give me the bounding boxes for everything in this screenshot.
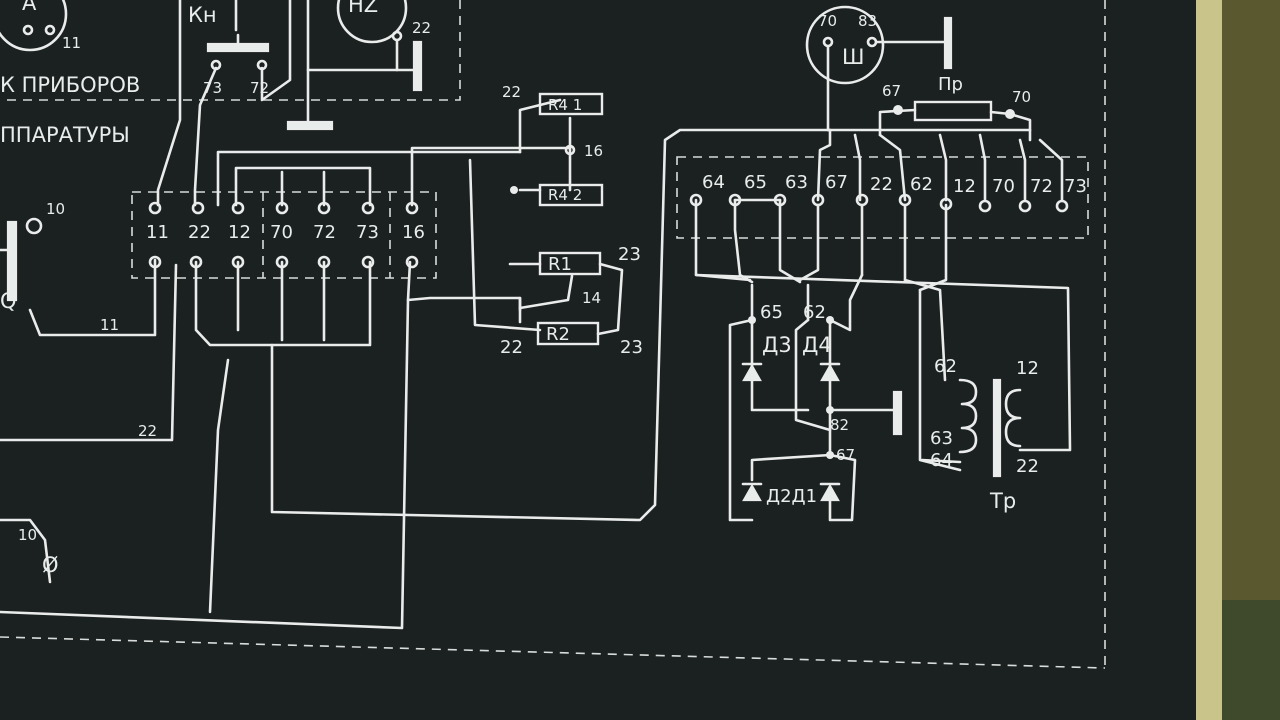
- wire-label-tr12: 12: [1016, 358, 1039, 379]
- dashed-outlines: [0, 0, 1106, 669]
- panel-frame-edge: [1196, 0, 1222, 720]
- wire-label-sh83: 83: [858, 12, 877, 30]
- resistor-r42-label: R4 2: [548, 186, 582, 204]
- terminal-left-label: 11: [146, 222, 169, 243]
- diodes-d2d1-label: Д2Д1: [766, 486, 817, 507]
- terminal-left-label: 70: [270, 222, 293, 243]
- wire-label-n67: 67: [836, 446, 855, 464]
- terminal-right-label: 22: [870, 174, 893, 195]
- transformer-label: Тр: [989, 489, 1016, 513]
- terminal-left-label: 12: [228, 222, 251, 243]
- diode-d2-icon: [742, 483, 762, 502]
- resistor-r41-label: R4 1: [548, 96, 582, 114]
- section-label-line2: ППАРАТУРЫ: [0, 123, 130, 147]
- terminal-right-label: 70: [992, 176, 1015, 197]
- transformer-primary-coil: [958, 378, 978, 454]
- wire-label-d62: 62: [803, 302, 826, 323]
- terminal-block-left: 11 22 12 70 72 73 16: [146, 201, 425, 269]
- wire-label-r14: 14: [582, 289, 601, 307]
- wire-label-sh70: 70: [818, 12, 837, 30]
- wire-label-n82: 82: [830, 416, 849, 434]
- terminal-right-label: 65: [744, 172, 767, 193]
- terminal-left-label: 73: [356, 222, 379, 243]
- wire-label-tr63: 63: [930, 428, 953, 449]
- wire-label-tr22: 22: [1016, 456, 1039, 477]
- terminal-right-label: 64: [702, 172, 725, 193]
- meter-sh: 70 83 Ш: [805, 5, 953, 132]
- transformer-secondary-coil: [1004, 388, 1022, 448]
- wire-label-bot10: 10: [18, 526, 37, 544]
- resistor-group: R4 1 22 16 R4 2 R1 23 14 R2 22 23: [500, 83, 643, 358]
- terminal-left-label: 72: [313, 222, 336, 243]
- terminal-right-label: 62: [910, 174, 933, 195]
- wire-label-r1-23: 23: [618, 244, 641, 265]
- diode-d3-icon: [742, 363, 762, 382]
- wire-label-kn72: 72: [250, 79, 269, 97]
- terminal-right-label: 63: [785, 172, 808, 193]
- resistor-r2: [536, 321, 600, 346]
- cabinet-shadow: [1222, 600, 1280, 720]
- diode-d3-label: Д3: [762, 333, 792, 357]
- wire-label-pr67: 67: [882, 82, 901, 100]
- diode-d4-label: Д4: [802, 333, 832, 357]
- button-kn-label: Кн: [188, 3, 217, 27]
- diode-d1-icon: [820, 483, 840, 502]
- terminal-left-label: 16: [402, 222, 425, 243]
- terminal-right-label: 12: [953, 176, 976, 197]
- resistor-r42: [538, 183, 604, 207]
- wire-label-r2-23: 23: [620, 337, 643, 358]
- wire-label-r-top22: 22: [502, 83, 521, 101]
- meter-a-label: А: [22, 0, 37, 15]
- terminal-block-right: 64 65 63 67 22 62 12 70 72 73: [689, 172, 1087, 213]
- meter-hz: HZ 22: [286, 0, 431, 131]
- resistor-r1-label: R1: [548, 254, 572, 275]
- meter-sh-label: Ш: [842, 45, 864, 69]
- wire-label-r2-22: 22: [500, 337, 523, 358]
- resistor-r41: [538, 92, 604, 116]
- wire-label-d65: 65: [760, 302, 783, 323]
- wire-label-tr62: 62: [934, 356, 957, 377]
- terminal-left-label: 22: [188, 222, 211, 243]
- section-label-line1: К ПРИБОРОВ: [0, 73, 140, 97]
- terminal-right-label: 73: [1064, 176, 1087, 197]
- left-edge-components: 10 Q 11 22 10 Ø: [0, 200, 157, 577]
- wire-label-a11: 11: [62, 34, 81, 52]
- meter-hz-label: HZ: [348, 0, 378, 17]
- meter-a: А 11: [0, 0, 81, 52]
- wire-label-r16: 16: [584, 142, 603, 160]
- resistor-r2-label: R2: [546, 324, 570, 345]
- transformer-tr: 62 63 64 12 22 Тр: [920, 356, 1039, 513]
- wire-label-left10: 10: [46, 200, 65, 218]
- terminal-right-label: 72: [1030, 176, 1053, 197]
- wire-label-pr70: 70: [1012, 88, 1031, 106]
- resistor-r1: [538, 251, 602, 276]
- fuse-label: Пр: [938, 74, 963, 95]
- wire-label-kn73: 73: [203, 79, 222, 97]
- left-wiring: [0, 0, 832, 630]
- terminal-right-label: 67: [825, 172, 848, 193]
- switch-q-label: Q: [0, 289, 17, 313]
- diode-bridge: 65 62 Д3 Д4 82 67 Д2Д1: [741, 302, 903, 507]
- wire-label-left11: 11: [100, 316, 119, 334]
- wire-label-hz22: 22: [412, 19, 431, 37]
- right-wiring: [694, 128, 1072, 522]
- diode-d4-icon: [820, 363, 840, 382]
- wire-label-left22: 22: [138, 422, 157, 440]
- phi-symbol: Ø: [42, 553, 59, 577]
